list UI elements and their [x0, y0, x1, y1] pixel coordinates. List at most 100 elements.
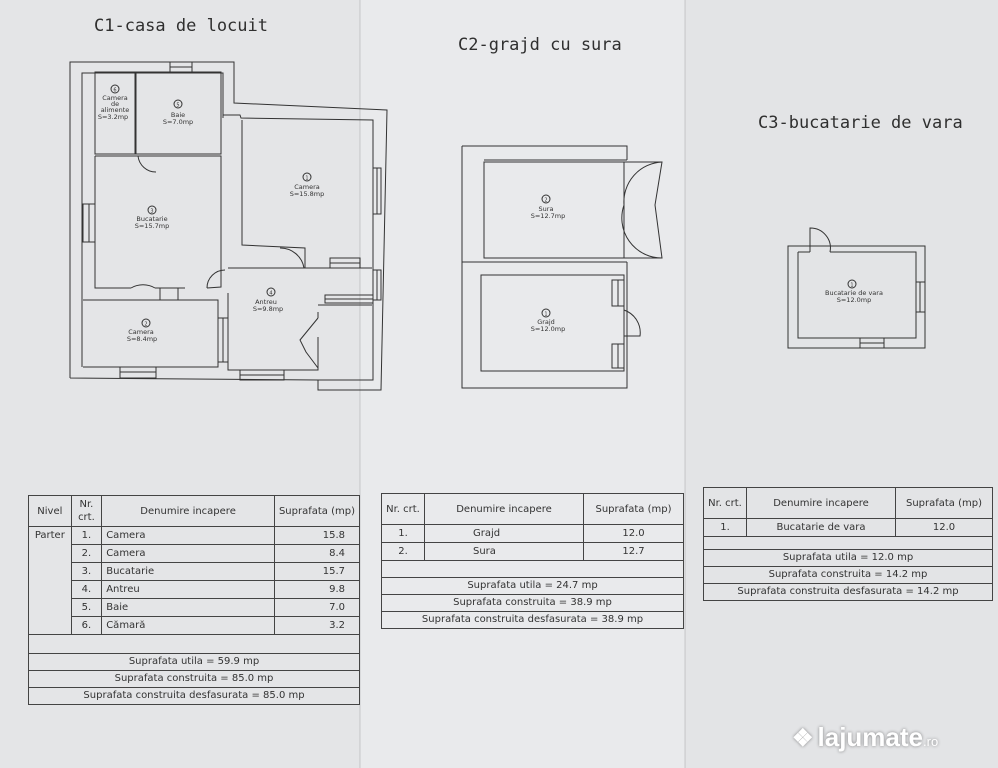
sum-desfasurata: Suprafata construita desfasurata = 38.9 … — [381, 611, 684, 629]
c1-room-area: S=9.8mp — [253, 305, 283, 313]
c1-room-name: Camera — [102, 94, 128, 102]
c2-room-num: 1 — [544, 312, 547, 318]
sum-construita: Suprafata construita = 38.9 mp — [381, 594, 684, 612]
cell-nr: 1. — [381, 524, 425, 543]
sum-desfasurata: Suprafata construita desfasurata = 14.2 … — [703, 583, 993, 601]
col-nr: Nr. crt. — [703, 487, 747, 519]
cell-area: 12.7 — [583, 542, 684, 561]
c2-room-area: S=12.0mp — [531, 325, 566, 333]
cell-name: Baie — [101, 598, 275, 617]
cell-nr: 2. — [70, 544, 103, 563]
table-row: 6. Cămară 3.2 — [29, 616, 361, 635]
c1-room-name: Bucatarie — [136, 215, 167, 223]
sum-utila: Suprafata utila = 24.7 mp — [381, 577, 684, 595]
c1-room-area: S=15.7mp — [135, 222, 170, 230]
sheet-c2 — [360, 0, 685, 768]
cell-nivel: Parter — [28, 526, 72, 635]
col-nr: Nr. crt. — [381, 493, 425, 525]
sum-desfasurata: Suprafata construita desfasurata = 85.0 … — [28, 687, 360, 705]
col-denumire: Denumire incapere — [424, 493, 584, 525]
c2-room-num: 2 — [544, 198, 547, 204]
c1-room-name: alimente — [101, 106, 130, 114]
table-row: 2. Camera 8.4 — [29, 544, 361, 563]
col-denumire: Denumire incapere — [101, 495, 275, 527]
cell-nr: 2. — [381, 542, 425, 561]
cell-nr: 1. — [70, 526, 103, 545]
table-c2: Nr. crt. Denumire incapere Suprafata (mp… — [381, 493, 684, 629]
cell-name: Bucatarie de vara — [746, 518, 896, 537]
cell-nr: 4. — [70, 580, 103, 599]
cell-area: 3.2 — [273, 616, 361, 635]
title-c1: C1-casa de locuit — [94, 16, 268, 36]
c1-room-name: de — [111, 100, 119, 108]
cell-area: 15.7 — [273, 562, 361, 581]
paper-fold — [359, 0, 361, 768]
sum-construita: Suprafata construita = 85.0 mp — [28, 670, 360, 688]
c1-room-num: 4 — [269, 291, 272, 297]
paper-fold — [684, 0, 686, 768]
col-suprafata: Suprafata (mp) — [583, 493, 684, 525]
cell-nr: 5. — [70, 598, 103, 617]
col-denumire: Denumire incapere — [746, 487, 896, 519]
c3-walls — [787, 227, 926, 349]
c2-room-name: Sura — [539, 205, 554, 213]
c3-room-num: 1 — [850, 283, 853, 289]
cell-name: Antreu — [101, 580, 275, 599]
c1-room-area: S=3.2mp — [98, 113, 128, 121]
c1-room-name: Baie — [171, 111, 185, 119]
cell-name: Sura — [424, 542, 584, 561]
table-row: 4. Antreu 9.8 — [29, 580, 361, 599]
cell-name: Bucatarie — [101, 562, 275, 581]
spacer-row — [381, 560, 684, 578]
c1-room-name: Camera — [294, 183, 320, 191]
c2-room-area: S=12.7mp — [531, 212, 566, 220]
sum-construita: Suprafata construita = 14.2 mp — [703, 566, 993, 584]
c1-room-num: 1 — [305, 176, 308, 182]
c3-room-name: Bucatarie de vara — [825, 289, 883, 297]
spacer-row — [28, 634, 360, 654]
table-row: Parter 1. Camera 15.8 — [28, 526, 361, 635]
c1-walls — [69, 61, 388, 391]
c1-room-num: 2 — [144, 322, 147, 328]
col-nr: Nr. — [79, 499, 94, 510]
watermark-brand: lajumate — [817, 722, 924, 752]
c1-room-num: 3 — [150, 209, 153, 215]
c1-room-area: S=7.0mp — [163, 118, 193, 126]
table-c3: Nr. crt. Denumire incapere Suprafata (mp… — [703, 487, 993, 601]
c1-room-area: S=15.8mp — [290, 190, 325, 198]
c2-walls — [461, 145, 663, 389]
cell-name: Camera — [101, 544, 275, 563]
c1-room-name: Antreu — [255, 298, 277, 306]
table-c1: Nivel Nr. crt. Denumire incapere Suprafat… — [28, 495, 361, 705]
col-nivel: Nivel — [28, 495, 72, 527]
col-crt: crt. — [78, 512, 95, 523]
col-suprafata: Suprafata (mp) — [273, 495, 361, 527]
handshake-icon: ❖ — [792, 725, 814, 752]
c1-room-num: 5 — [176, 103, 179, 109]
c3-room-area: S=12.0mp — [837, 296, 872, 304]
c2-room-name: Grajd — [537, 318, 555, 326]
col-suprafata: Suprafata (mp) — [895, 487, 993, 519]
watermark-tld: .ro — [923, 734, 939, 749]
cell-nr: 1. — [703, 518, 747, 537]
table-row: 2. Sura 12.7 — [381, 542, 684, 561]
c1-room-name: Camera — [128, 328, 154, 336]
cell-area: 9.8 — [273, 580, 361, 599]
sum-utila: Suprafata utila = 59.9 mp — [28, 653, 360, 671]
cell-area: 7.0 — [273, 598, 361, 617]
cell-name: Camera — [101, 526, 275, 545]
cell-name: Cămară — [101, 616, 275, 635]
table-row: 1. Bucatarie de vara 12.0 — [703, 518, 993, 537]
cell-nr: 3. — [70, 562, 103, 581]
sum-utila: Suprafata utila = 12.0 mp — [703, 549, 993, 567]
cell-area: 8.4 — [273, 544, 361, 563]
c1-room-area: S=8.4mp — [127, 335, 157, 343]
room-number-circles — [110, 84, 857, 328]
sheet-c3 — [685, 0, 998, 768]
cell-nr: 6. — [70, 616, 103, 635]
table-row: 3. Bucatarie 15.7 — [29, 562, 361, 581]
table-row: 1. Grajd 12.0 — [381, 524, 684, 543]
table-row: 5. Baie 7.0 — [29, 598, 361, 617]
cell-area: 12.0 — [583, 524, 684, 543]
